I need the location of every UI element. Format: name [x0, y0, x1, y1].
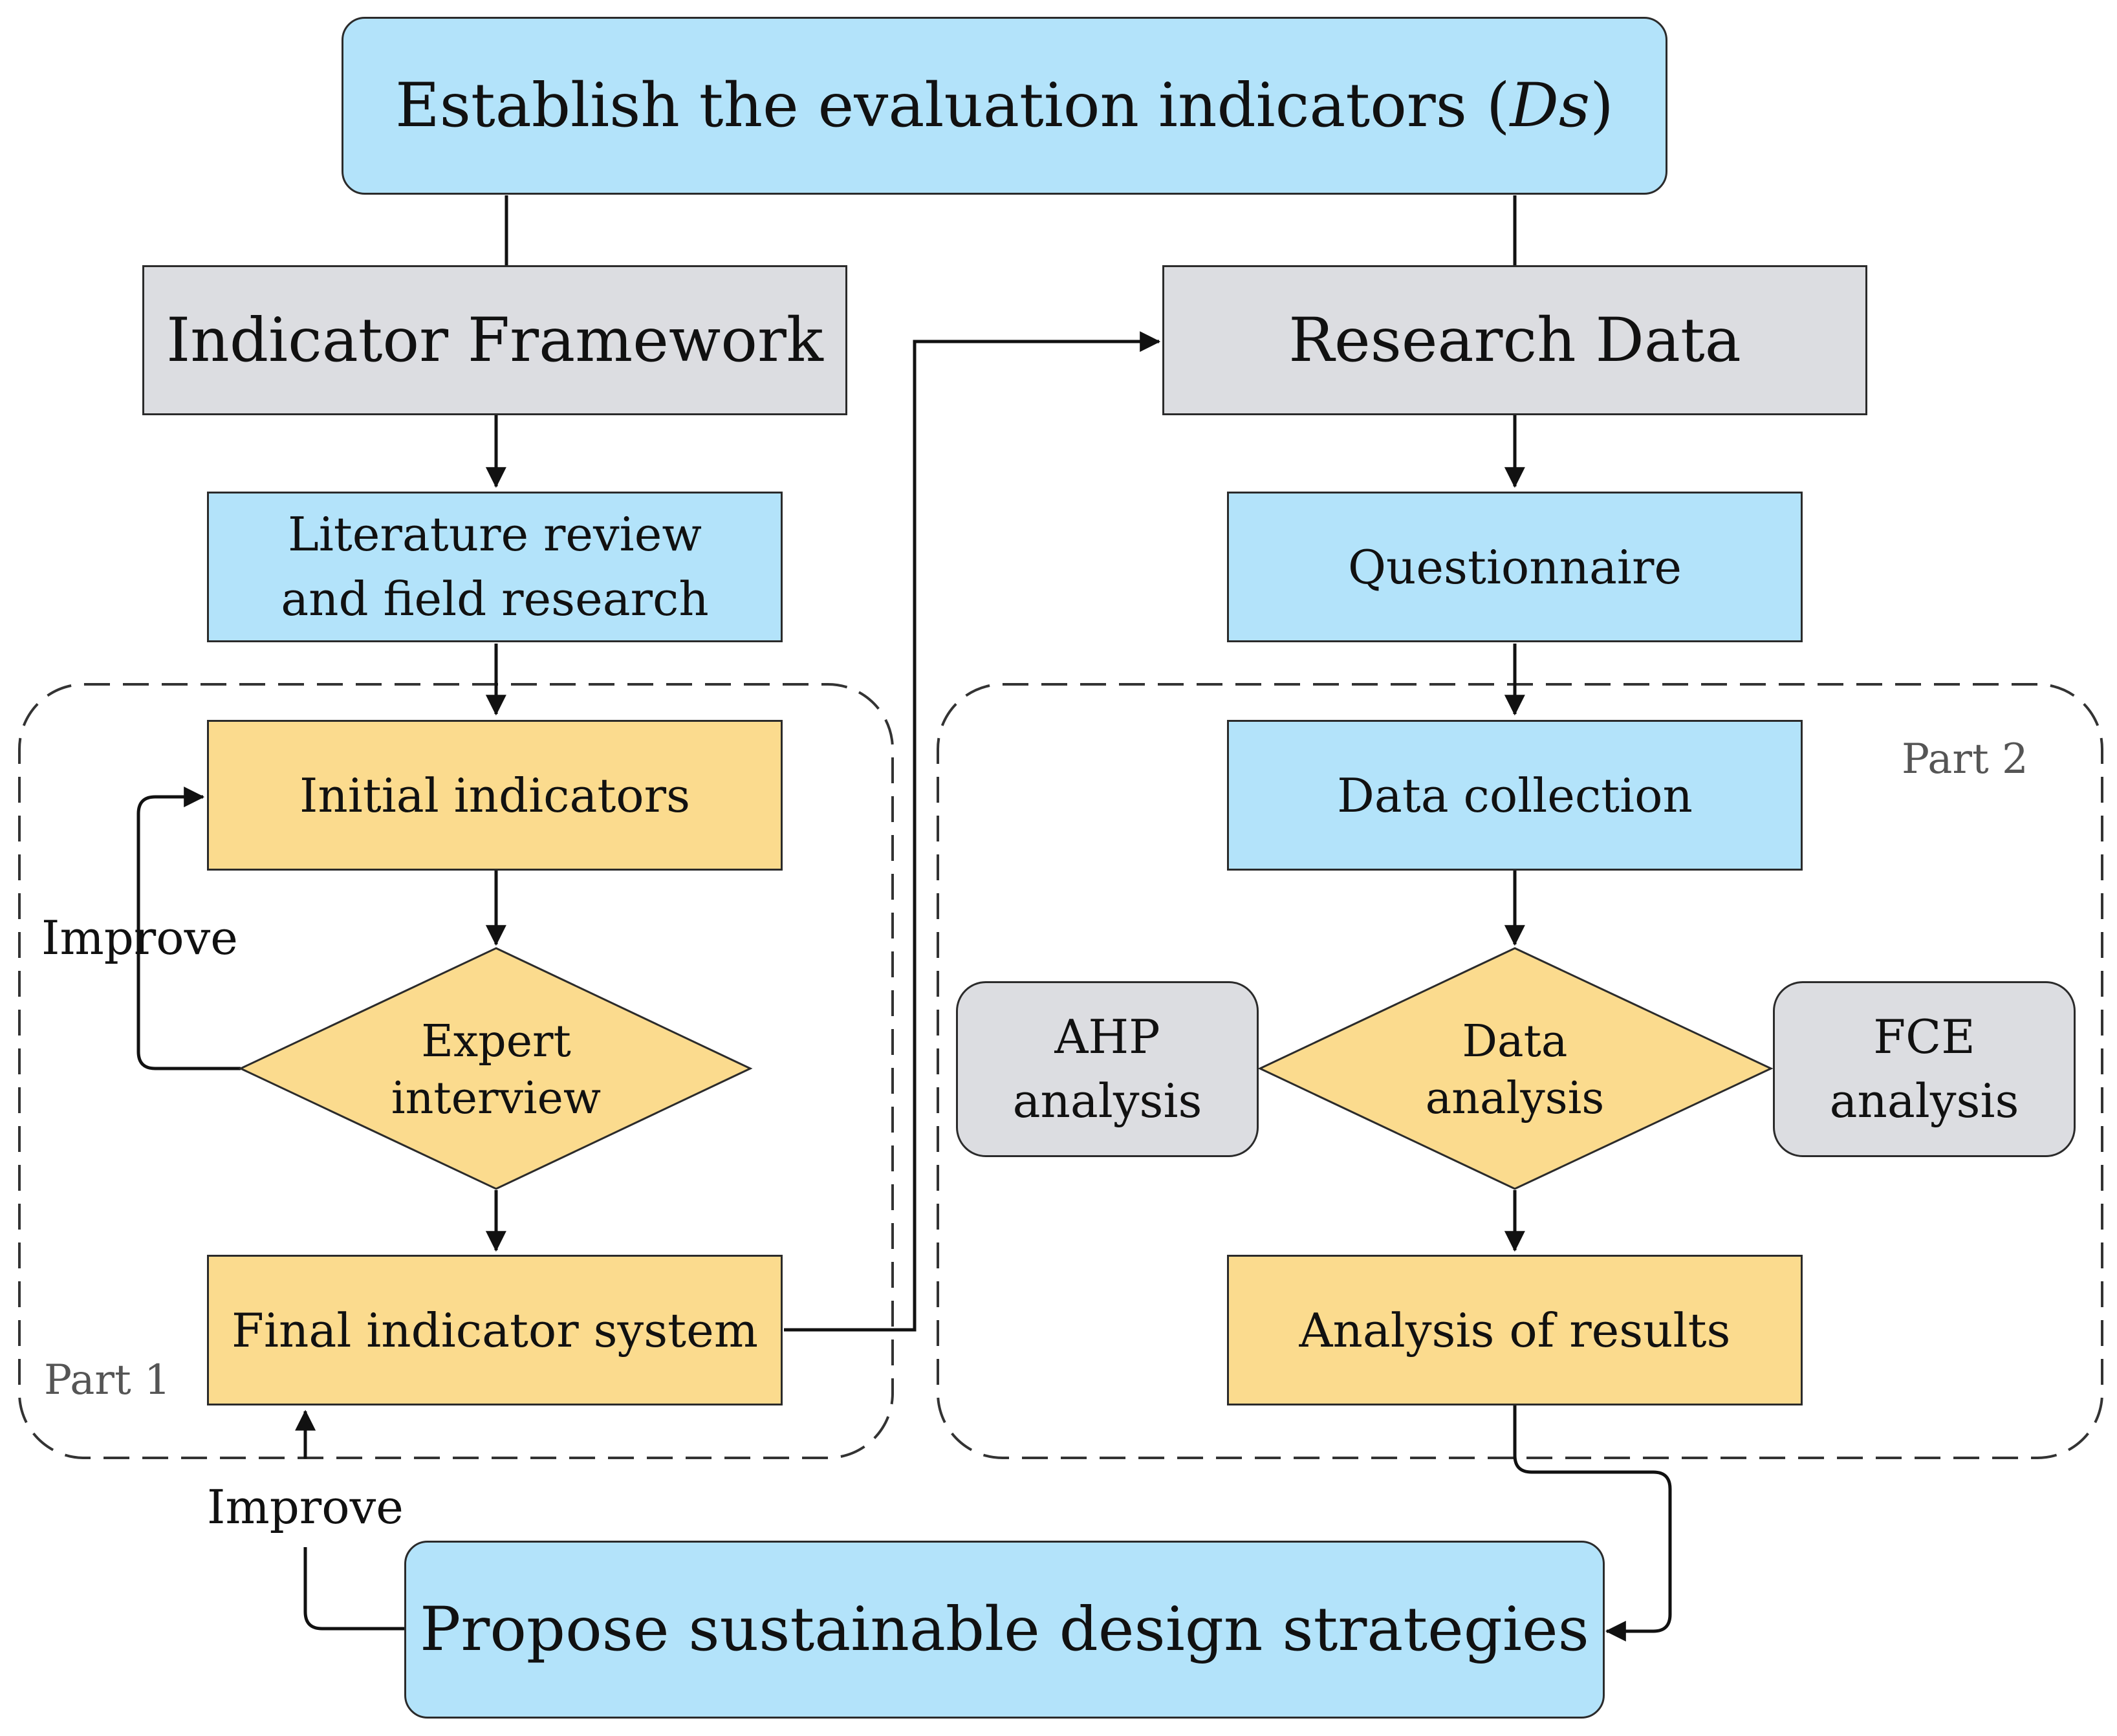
expert-interview-label: Expert interview	[391, 1015, 602, 1124]
initial-indicators-box: Initial indicators	[207, 720, 783, 871]
literature-review-box: Literature review and field research	[207, 492, 783, 642]
initial-indicators-label: Initial indicators	[299, 768, 691, 823]
data-analysis-diamond	[1257, 947, 1774, 1190]
part1-label: Part 1	[44, 1356, 171, 1404]
expert-interview-diamond	[238, 947, 753, 1190]
data-collection-label: Data collection	[1337, 768, 1693, 823]
ds-italic: Ds	[1510, 71, 1590, 141]
ahp-analysis-box: AHP analysis	[956, 981, 1259, 1157]
research-data-label: Research Data	[1288, 305, 1741, 376]
final-indicator-system-label: Final indicator system	[232, 1303, 758, 1358]
establish-indicators-box: Establish the evaluation indicators (Ds)	[342, 17, 1667, 195]
analysis-of-results-label: Analysis of results	[1299, 1303, 1731, 1358]
arrow-results-to-strategies	[1513, 1405, 1672, 1642]
part1-dashed-group	[18, 683, 894, 1459]
propose-strategies-box: Propose sustainable design strategies	[404, 1541, 1605, 1719]
analysis-of-results-box: Analysis of results	[1227, 1255, 1803, 1405]
questionnaire-box: Questionnaire	[1227, 492, 1803, 642]
indicator-framework-label: Indicator Framework	[166, 305, 823, 376]
improve-label-bottom: Improve	[207, 1480, 404, 1534]
propose-strategies-label: Propose sustainable design strategies	[420, 1594, 1589, 1665]
data-collection-box: Data collection	[1227, 720, 1803, 871]
research-data-box: Research Data	[1162, 265, 1867, 415]
indicator-framework-box: Indicator Framework	[142, 265, 847, 415]
establish-text: Establish the evaluation indicators (	[395, 71, 1510, 141]
part2-label: Part 2	[1902, 735, 2028, 783]
literature-review-label: Literature review and field research	[281, 507, 709, 626]
arrow-improve-loop	[136, 787, 241, 1070]
data-analysis-label: Data analysis	[1425, 1015, 1605, 1124]
fce-analysis-label: FCE analysis	[1829, 1009, 2019, 1128]
fce-analysis-box: FCE analysis	[1773, 981, 2076, 1157]
arrow-improve-bottom	[303, 1547, 405, 1631]
final-indicator-system-box: Final indicator system	[207, 1255, 783, 1405]
part2-dashed-group	[937, 683, 2103, 1459]
establish-close: )	[1590, 71, 1614, 141]
arrow-final-to-research-data	[784, 331, 1161, 1332]
ahp-analysis-label: AHP analysis	[1012, 1009, 1202, 1128]
questionnaire-label: Questionnaire	[1348, 539, 1682, 594]
improve-label-top: Improve	[41, 911, 238, 965]
